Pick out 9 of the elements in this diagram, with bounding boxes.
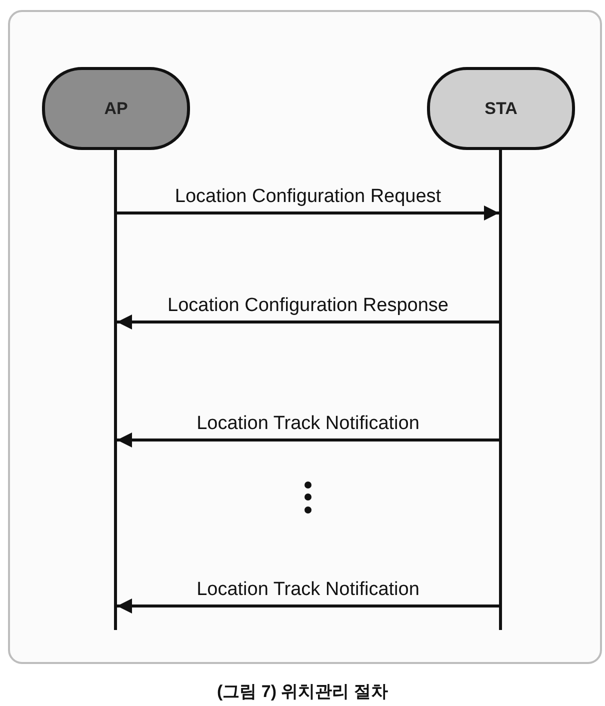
message-arrow — [117, 314, 499, 330]
caption: (그림 7) 위치관리 절차 — [217, 681, 388, 703]
actor-name: STA — [484, 98, 518, 118]
actor-name: AP — [104, 98, 128, 118]
lifeline — [114, 150, 117, 630]
message-arrow — [117, 432, 499, 448]
message-arrow — [117, 206, 499, 220]
lifeline — [499, 150, 502, 630]
message-arrow — [117, 598, 499, 614]
